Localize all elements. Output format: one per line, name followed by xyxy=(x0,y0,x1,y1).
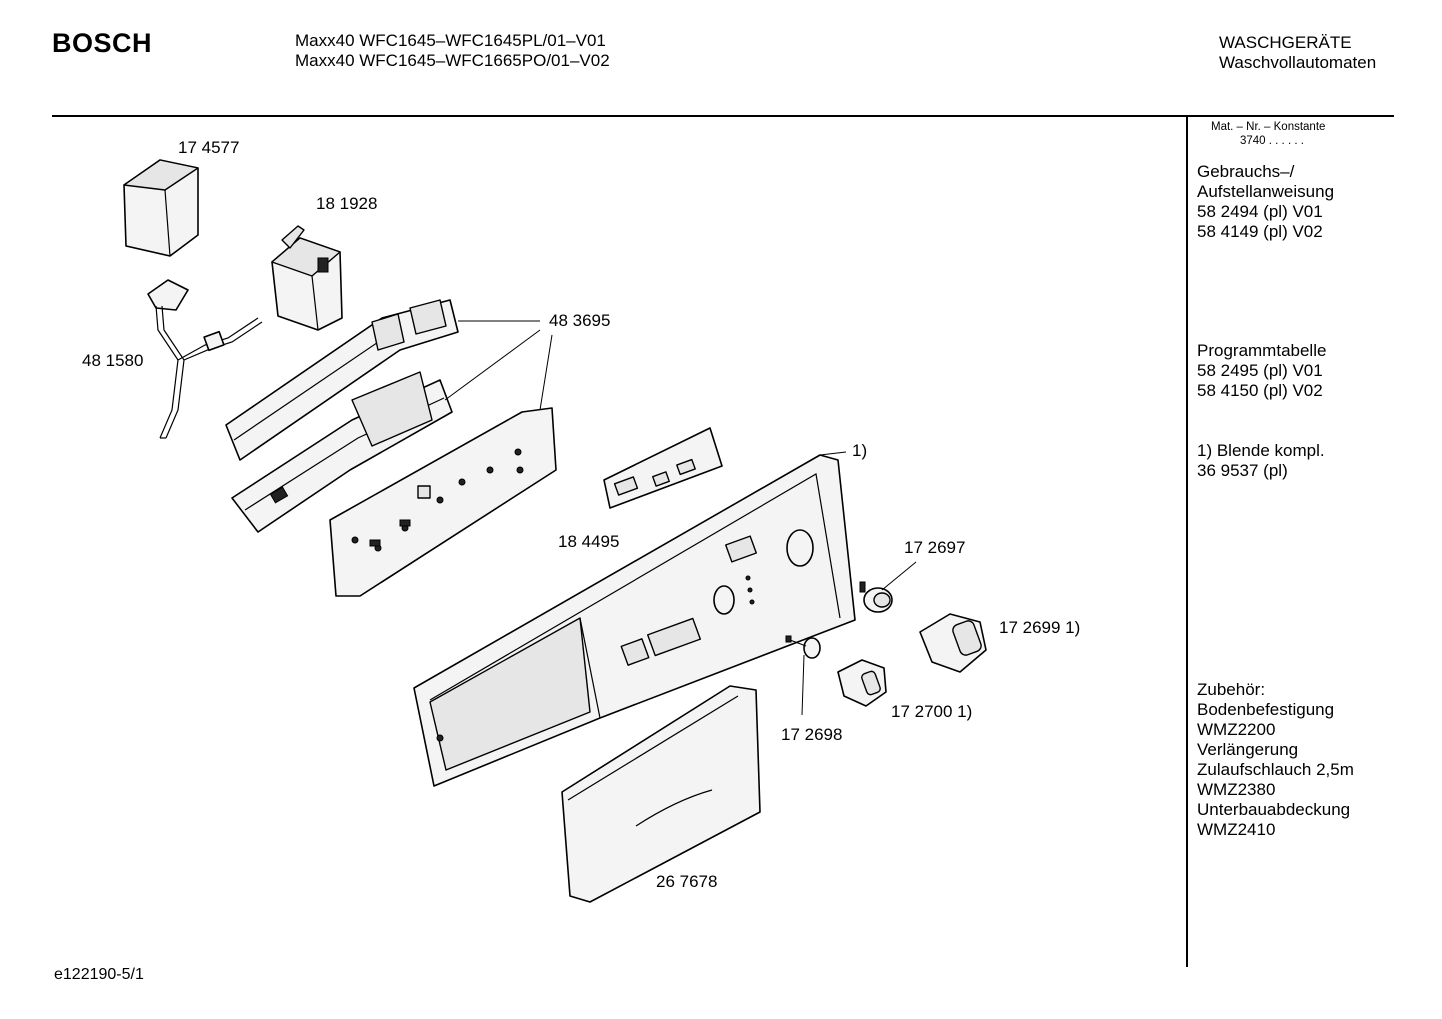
drawing-id: e122190-5/1 xyxy=(54,966,144,983)
accessory-line: Zubehör: xyxy=(1197,680,1266,699)
part-label: 18 1928 xyxy=(316,194,378,213)
model-line-2: Maxx40 WFC1645–WFC1665PO/01–V02 xyxy=(295,51,610,70)
program-table-line: Programmtabelle xyxy=(1197,341,1327,360)
accessory-line: WMZ2380 xyxy=(1197,780,1276,799)
manual-line: 58 2494 (pl) V01 xyxy=(1197,202,1323,221)
part-label: 1) xyxy=(852,441,868,460)
part-label: 17 2698 xyxy=(781,725,843,744)
part-interference-filter xyxy=(271,225,343,331)
accessory-line: Unterbauabdeckung xyxy=(1197,800,1351,819)
sidebar-divider xyxy=(1186,116,1188,967)
part-temperature-knob xyxy=(837,659,887,707)
part-spring-pin xyxy=(785,635,821,659)
mat-nr-header: Mat. – Nr. – Konstante xyxy=(1211,121,1326,133)
accessory-line: Verlängerung xyxy=(1197,740,1299,759)
exploded-parts-diagram xyxy=(123,159,987,903)
mat-nr-value: 3740 . . . . . . xyxy=(1240,135,1304,147)
subcategory-title: Waschvollautomaten xyxy=(1219,53,1377,72)
part-label: 17 2697 xyxy=(904,538,966,557)
program-table-line: 58 2495 (pl) V01 xyxy=(1197,361,1323,380)
part-module-frame-upper xyxy=(225,299,459,461)
accessory-line: Bodenbefestigung xyxy=(1197,700,1335,719)
category-title: WASCHGERÄTE xyxy=(1219,33,1352,52)
part-label: 48 3695 xyxy=(549,311,611,330)
manual-line: 58 4149 (pl) V02 xyxy=(1197,222,1323,241)
part-label: 17 4577 xyxy=(178,138,240,157)
accessory-line: WMZ2200 xyxy=(1197,720,1276,739)
model-line-1: Maxx40 WFC1645–WFC1645PL/01–V01 xyxy=(295,31,606,50)
part-cover-cap xyxy=(123,159,199,257)
part-label: 48 1580 xyxy=(82,351,144,370)
part-label: 26 7678 xyxy=(656,872,718,891)
part-knob-disc xyxy=(859,581,893,613)
part-label: 17 2700 1) xyxy=(891,702,973,721)
panel-note-line: 36 9537 (pl) xyxy=(1197,461,1288,480)
panel-note-line: 1) Blende kompl. xyxy=(1197,441,1325,460)
accessory-line: Zulaufschlauch 2,5m xyxy=(1197,760,1354,779)
program-table-line: 58 4150 (pl) V02 xyxy=(1197,381,1323,400)
part-display-board xyxy=(603,427,723,509)
part-power-cord xyxy=(147,279,263,439)
accessory-line: WMZ2410 xyxy=(1197,820,1276,839)
manual-line: Aufstellanweisung xyxy=(1197,182,1335,201)
brand-logo: BOSCH xyxy=(52,28,153,58)
part-electronic-board xyxy=(329,407,557,597)
part-module-frame-lower xyxy=(231,371,453,533)
part-program-knob xyxy=(919,613,987,673)
part-door-flap xyxy=(561,685,761,903)
part-label: 18 4495 xyxy=(558,532,620,551)
part-label: 17 2699 1) xyxy=(999,618,1081,637)
manual-line: Gebrauchs–/ xyxy=(1197,162,1295,181)
header-divider xyxy=(52,115,1394,117)
